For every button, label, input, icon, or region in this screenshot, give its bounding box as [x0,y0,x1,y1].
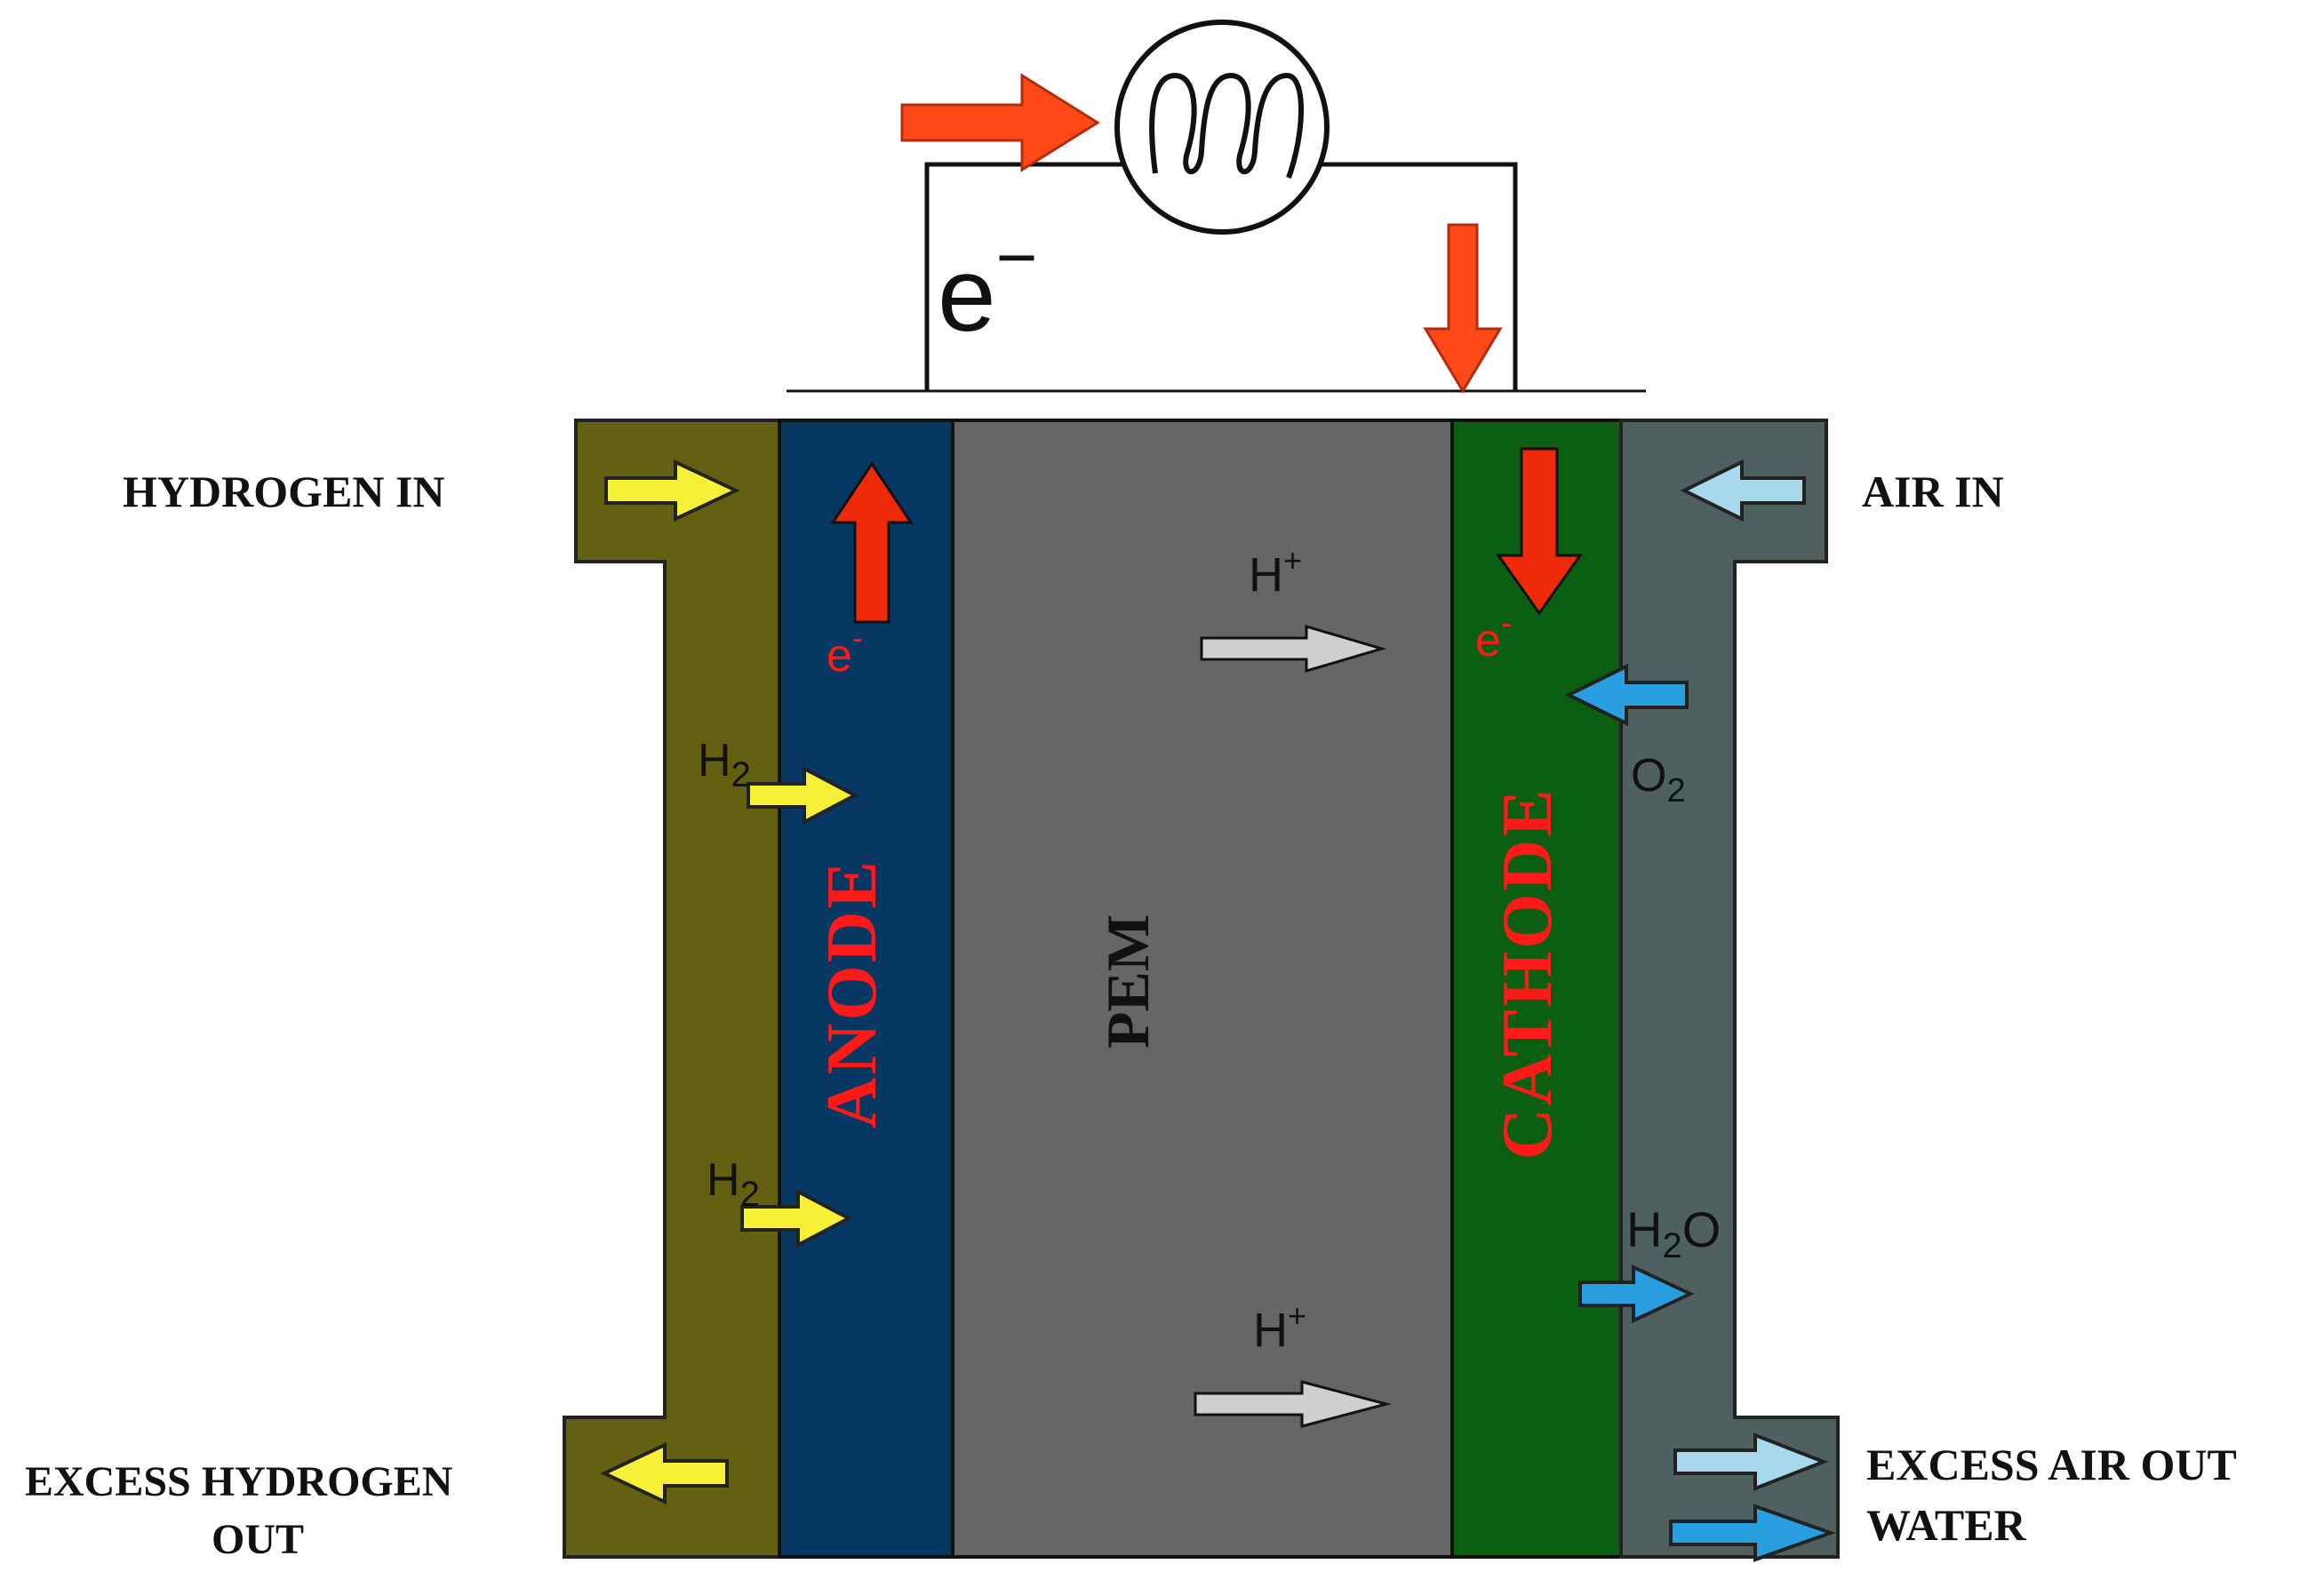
pem-label: PEM [1094,914,1162,1049]
excess-hydrogen-out-label: EXCESS HYDROGEN [25,1458,453,1505]
hydrogen-in-label: HYDROGEN IN [123,467,445,516]
proton-arrow-1 [1200,624,1387,674]
anode-electron-label: e- [827,619,863,682]
oxygen-arrow [1564,663,1689,727]
anode-label: ANODE [813,858,891,1129]
cathode-label: CATHODE [1489,786,1567,1160]
circuit-electron-label: e− [938,218,1037,354]
proton-arrow-2 [1194,1380,1392,1428]
hydrogen-arrow-1 [747,765,859,826]
electron-flow-arrow-down [1423,223,1503,394]
excess-hydrogen-out-arrow [600,1441,729,1505]
cathode-layer [1450,419,1623,1559]
proton-label-2: H+ [1253,1297,1306,1357]
air-in-arrow [1680,459,1806,523]
hydrogen-gas-label-1: H2 [698,735,751,794]
water-label: WATER [1866,1500,2027,1550]
air-in-label: AIR IN [1862,467,2004,516]
lamp-icon [1114,20,1330,235]
excess-air-out-arrow [1673,1432,1829,1491]
water-out-arrow [1669,1504,1837,1562]
anode-electron-arrow [830,461,914,624]
hydrogen-in-arrow [604,459,740,523]
hydrogen-arrow-2 [740,1188,853,1249]
cathode-electron-arrow [1496,447,1583,616]
proton-label-1: H+ [1249,542,1302,602]
water-arrow [1578,1264,1695,1324]
water-label-formula: H2O [1626,1201,1721,1265]
anode-gas-channel [563,419,784,1559]
excess-air-out-label: EXCESS AIR OUT [1866,1440,2237,1489]
hydrogen-gas-label-2: H2 [707,1154,760,1214]
excess-hydrogen-out-label-line2: OUT [212,1516,304,1563]
pem-layer [951,419,1454,1559]
cathode-gas-channel [1619,419,1840,1559]
cathode-electron-label: e- [1475,604,1512,666]
oxygen-label: O2 [1631,750,1686,810]
electron-flow-arrow-top [900,73,1100,172]
